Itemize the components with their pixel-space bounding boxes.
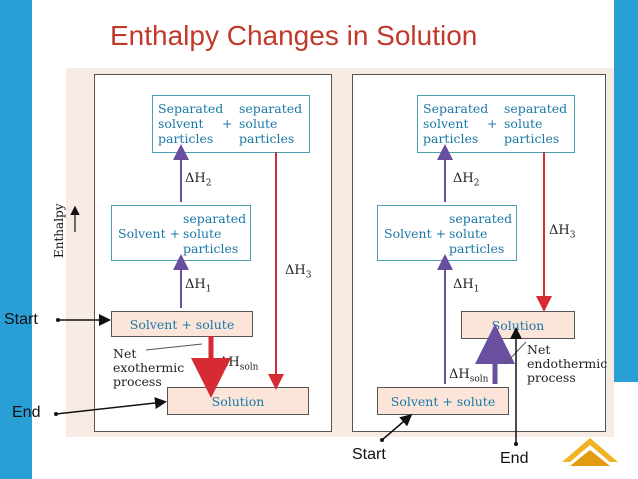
- left-mid-line1: separated: [183, 211, 247, 226]
- left-solution-box: Solution: [167, 387, 309, 415]
- left-separated-particles-box: Separated solvent particles + separated …: [152, 95, 310, 153]
- left-dh2-label: ΔH2: [185, 171, 212, 189]
- chevron-logo-icon: [562, 438, 618, 466]
- right-net-endothermic-note: Net endothermic process: [527, 342, 608, 385]
- right-separated-particles-box: Separated solvent particles + separated …: [417, 95, 575, 153]
- enthalpy-axis-label: Enthalpy: [52, 203, 66, 259]
- right-mid-line3: particles: [449, 241, 505, 256]
- start-bottom-callout-line: [381, 414, 413, 441]
- right-panel: Separated solvent particles + separated …: [352, 74, 608, 432]
- left-net-exothermic-note: Net exothermic process: [113, 346, 185, 389]
- right-top-col2-line1: separated: [504, 101, 568, 116]
- start-left-label: Start: [4, 311, 38, 328]
- right-dh3-label: ΔH3: [549, 223, 576, 241]
- end-left-callout-line: [55, 397, 167, 415]
- right-mid-solvent-label: Solvent +: [384, 226, 447, 241]
- left-accent-bar: [0, 0, 32, 479]
- right-dh1-label: ΔH1: [453, 277, 480, 295]
- right-top-col1-line2: solvent: [423, 116, 469, 131]
- end-bottom-label: End: [500, 450, 529, 467]
- left-top-col2-line2: solute: [239, 116, 278, 131]
- left-top-col1-line1: Separated: [158, 101, 224, 116]
- left-top-col2-line3: particles: [239, 131, 295, 146]
- right-mid-line2: solute: [449, 226, 488, 241]
- right-top-col1-line3: particles: [423, 131, 479, 146]
- right-mid-line1: separated: [449, 211, 513, 226]
- right-dh2-label: ΔH2: [453, 171, 480, 189]
- start-bottom-label: Start: [352, 446, 386, 463]
- right-top-col1-line1: Separated: [423, 101, 489, 116]
- left-mid-solvent-label: Solvent +: [118, 226, 181, 241]
- left-mid-line3: particles: [183, 241, 239, 256]
- end-left-label: End: [12, 404, 41, 421]
- left-dh1-label: ΔH1: [185, 277, 212, 295]
- left-solvent-solute-box: Solvent + solute: [111, 311, 253, 337]
- right-top-plus: +: [487, 116, 498, 131]
- left-dh3-label: ΔH3: [285, 263, 312, 281]
- right-top-col2-line3: particles: [504, 131, 560, 146]
- right-accent-bar: [614, 0, 638, 382]
- left-top-col1-line2: solvent: [158, 116, 204, 131]
- right-solvent-separated-solute-box: Solvent + separated solute particles: [377, 205, 517, 261]
- left-top-col1-line3: particles: [158, 131, 214, 146]
- right-top-col2-line2: solute: [504, 116, 543, 131]
- right-solvent-solute-box: Solvent + solute: [377, 387, 509, 415]
- slide-title: Enthalpy Changes in Solution: [110, 20, 478, 51]
- left-mid-line2: solute: [183, 226, 222, 241]
- left-solvent-separated-solute-box: Solvent + separated solute particles: [111, 205, 251, 261]
- left-net-note-leader: [145, 343, 203, 351]
- left-top-plus: +: [222, 116, 233, 131]
- right-dhsoln-label: ΔHsoln: [449, 367, 489, 385]
- left-top-col2-line1: separated: [239, 101, 303, 116]
